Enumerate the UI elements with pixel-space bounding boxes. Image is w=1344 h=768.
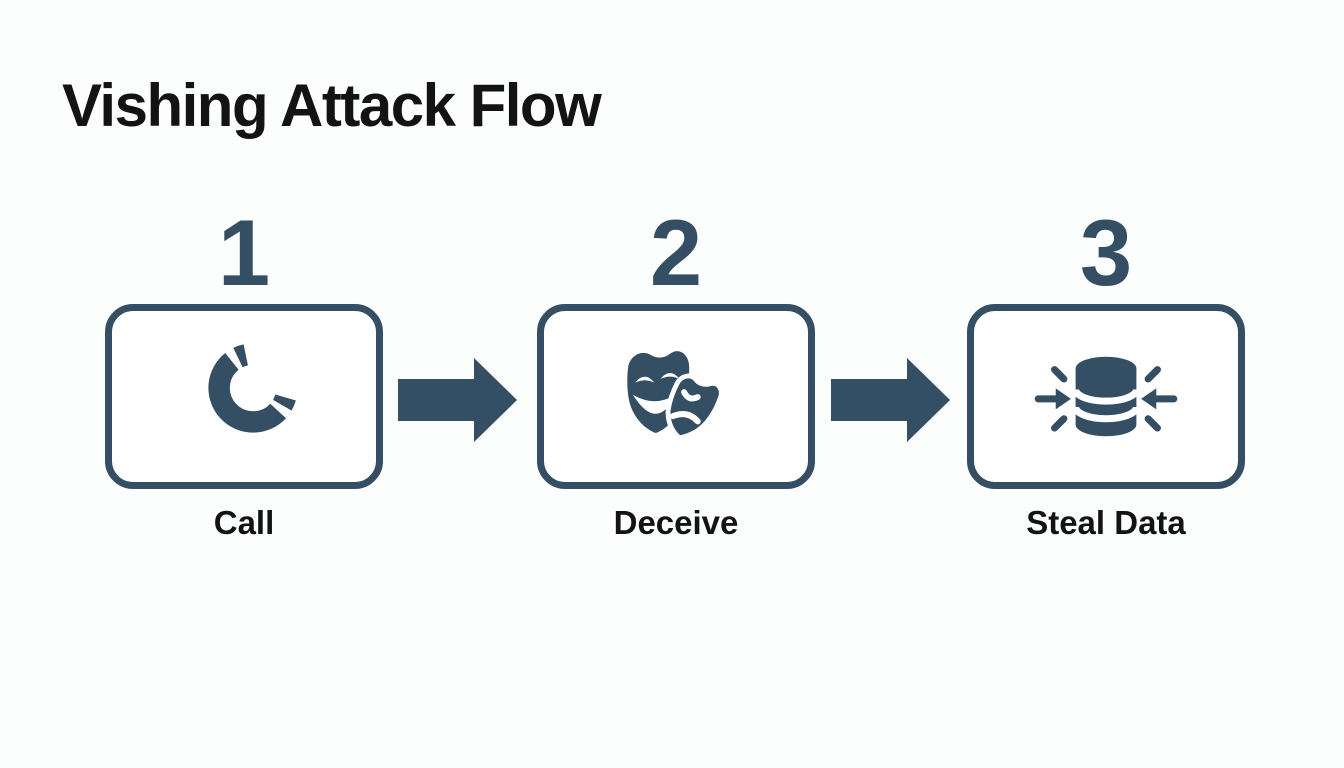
phone-icon	[208, 343, 296, 433]
step-box-steal-data	[967, 304, 1245, 489]
step-steal-data: 3	[967, 200, 1245, 542]
arrow-right-icon	[831, 358, 950, 442]
arrow-right-icon	[398, 358, 517, 442]
theater-masks-icon	[627, 350, 724, 440]
database-cylinder	[1072, 356, 1140, 437]
converge-arrows	[1034, 366, 1178, 432]
step-call: 1 Call	[105, 200, 383, 542]
step-label: Call	[213, 504, 275, 541]
step-number: 1	[217, 200, 271, 305]
step-number: 2	[649, 200, 703, 305]
database-steal-icon	[1034, 356, 1178, 437]
step-box-call	[105, 304, 383, 489]
step-box-deceive	[537, 304, 815, 489]
tragedy-mask	[665, 373, 724, 440]
step-label: Deceive	[613, 504, 739, 541]
step-label: Steal Data	[1026, 504, 1186, 541]
page-title: Vishing Attack Flow	[62, 72, 602, 140]
step-number: 3	[1079, 200, 1133, 305]
step-deceive: 2 Deceive	[537, 200, 815, 542]
